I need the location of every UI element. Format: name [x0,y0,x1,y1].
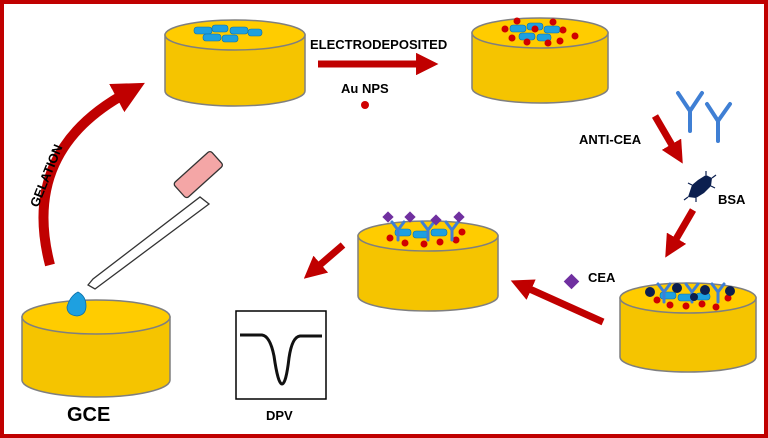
label-electrodeposited: ELECTRODEPOSITED [310,37,447,52]
antibodies [656,282,726,304]
gelation-arrow [38,82,145,267]
dpv-curve [240,333,322,386]
electrode-gel [164,19,306,107]
chitosan-gel-blobs [193,24,263,43]
label-au-nps: Au NPS [341,81,389,96]
electrode-bsa [619,282,757,373]
electrode-cea [357,211,499,312]
dpv-plot [235,310,327,400]
cea-antigens [382,211,465,226]
electrode-au-nps [471,17,609,104]
antibody-icon [676,91,732,143]
bsa-arrow [665,208,697,258]
anti-cea-arrow [651,114,683,164]
label-bsa: BSA [718,192,746,207]
pipette [87,150,223,290]
cea-icon [563,273,580,290]
label-dpv: DPV [266,408,293,423]
bsa-icon [683,171,717,202]
dpv-arrow [303,242,346,279]
electrode-gce [21,291,171,398]
gel-droplet [66,291,87,317]
process-arrows [38,52,697,326]
label-gce: GCE [67,404,110,426]
label-anti-cea: ANTI-CEA [579,132,642,147]
cea-arrow [510,279,605,326]
gold-nanoparticles [501,17,579,47]
bsa-molecules [645,283,735,301]
au-np-glyph [361,101,369,109]
label-cea: CEA [588,270,616,285]
